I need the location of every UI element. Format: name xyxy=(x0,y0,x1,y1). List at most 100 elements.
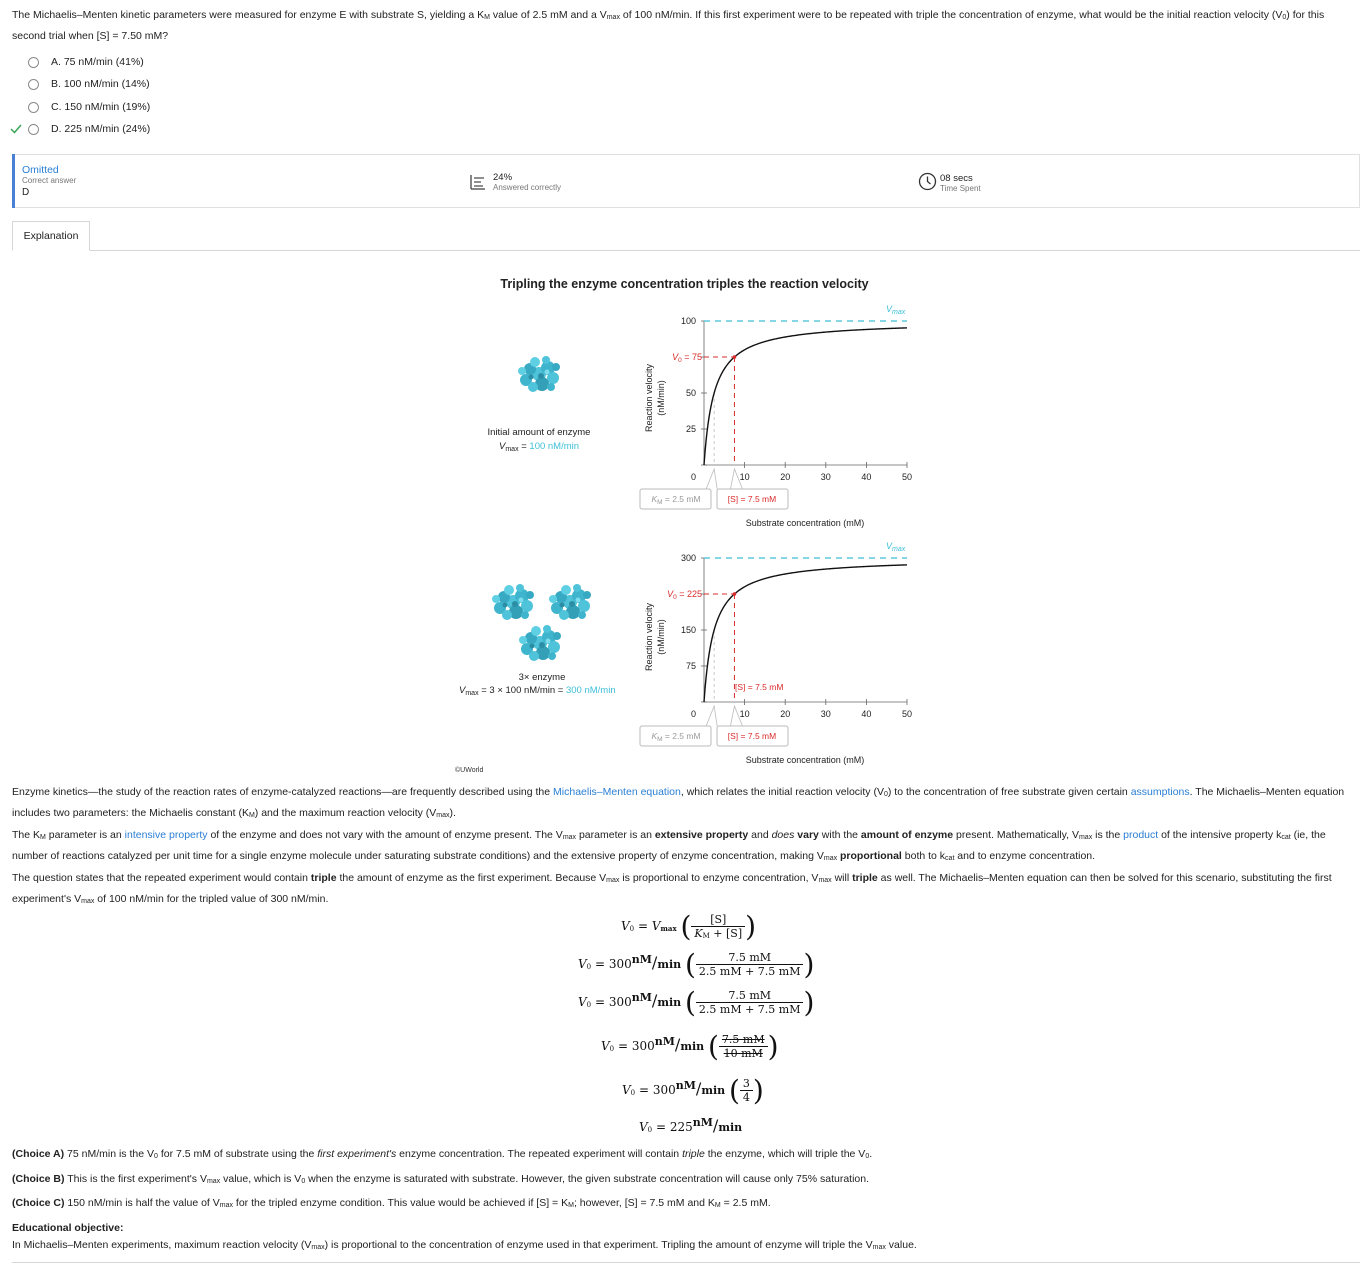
x-tick-label: 20 xyxy=(780,472,790,482)
tab-divider xyxy=(12,250,1360,251)
percent-label: Answered correctly xyxy=(493,183,562,192)
percent-correct: 24% xyxy=(493,172,513,183)
s-pointer xyxy=(730,704,743,727)
radio-button[interactable] xyxy=(28,56,39,68)
y-tick-label: 25 xyxy=(686,424,696,434)
choice-label: A. 75 nM/min (41%) xyxy=(51,56,144,68)
s-inline-label: [S] = 7.5 mM xyxy=(735,682,783,692)
michaelis-menten-curve xyxy=(703,564,908,703)
y-tick-label: 0 xyxy=(691,709,696,719)
choice-a-explanation: (Choice A) 75 nM/min is the V0 for 7.5 m… xyxy=(12,1148,873,1160)
clock-icon xyxy=(918,172,937,191)
y-tick-label: 100 xyxy=(681,316,696,326)
km-callout xyxy=(639,488,712,510)
y-axis-unit: (nM/min) xyxy=(656,619,666,655)
choice-b[interactable]: B. 100 nM/min (14%) xyxy=(28,76,150,92)
x-tick-label: 20 xyxy=(780,709,790,719)
explanation-paragraph-3: The question states that the repeated ex… xyxy=(12,872,1332,905)
s-pointer xyxy=(730,467,743,490)
time-block: 08 secs Time Spent xyxy=(940,173,981,193)
michaelis-menten-curve xyxy=(703,327,908,466)
tab-explanation[interactable]: Explanation xyxy=(12,221,90,251)
time-label: Time Spent xyxy=(940,184,981,193)
x-axis-label: Substrate concentration (mM) xyxy=(746,755,865,765)
choice-d[interactable]: D. 225 nM/min (24%) xyxy=(28,121,150,137)
v0-label: V0 = 225 xyxy=(667,589,702,601)
link-michaelis-menten[interactable]: Michaelis–Menten equation xyxy=(553,786,681,798)
objective-title: Educational objective: xyxy=(12,1222,124,1234)
radio-button[interactable] xyxy=(28,78,39,90)
question-stem: The Michaelis–Menten kinetic parameters … xyxy=(12,9,1325,42)
enzyme-icon xyxy=(492,584,534,620)
km-pointer xyxy=(705,467,718,490)
caption-vmax: Vmax = 100 nM/min xyxy=(499,441,579,453)
status-badge: Omitted xyxy=(22,164,59,176)
km-callout-text: KM = 2.5 mM xyxy=(651,494,700,506)
km-pointer xyxy=(705,704,718,727)
equation-6: V0 = 225nM/min xyxy=(639,1116,743,1135)
percent-block: 24% Answered correctly xyxy=(493,172,561,192)
enzyme-icon xyxy=(518,356,560,392)
km-callout-text: KM = 2.5 mM xyxy=(651,731,700,743)
y-tick-label: 75 xyxy=(686,661,696,671)
y-tick-label: 300 xyxy=(681,553,696,563)
x-tick-label: 30 xyxy=(821,472,831,482)
radio-button[interactable] xyxy=(28,123,39,135)
v0-point xyxy=(732,592,737,596)
x-axis-label: Substrate concentration (mM) xyxy=(746,518,865,528)
enzyme-icon xyxy=(549,584,591,620)
v0-label: V0 = 75 xyxy=(672,352,702,364)
time-spent: 08 secs xyxy=(940,173,973,184)
choice-a[interactable]: A. 75 nM/min (41%) xyxy=(28,54,144,70)
figure-title: Tripling the enzyme concentration triple… xyxy=(500,277,869,291)
status-block: Omitted Correct answer D xyxy=(22,164,76,198)
choice-c-explanation: (Choice C) 150 nM/min is half the value … xyxy=(12,1197,771,1209)
x-tick-label: 50 xyxy=(902,709,912,719)
link-product[interactable]: product xyxy=(1123,829,1159,841)
choice-c[interactable]: C. 150 nM/min (19%) xyxy=(28,99,150,115)
s-callout-text: [S] = 7.5 mM xyxy=(728,494,776,504)
vmax-label: Vmax xyxy=(886,541,906,553)
link-assumptions[interactable]: assumptions xyxy=(1130,786,1190,798)
y-axis-label: Reaction velocity xyxy=(644,602,654,671)
bottom-divider xyxy=(12,1262,1360,1263)
y-tick-label: 0 xyxy=(691,472,696,482)
choice-label: D. 225 nM/min (24%) xyxy=(51,123,151,135)
x-tick-label: 50 xyxy=(902,472,912,482)
caption-initial: Initial amount of enzyme xyxy=(488,427,591,438)
explanation-paragraph-1: Enzyme kinetics—the study of the reactio… xyxy=(12,786,1345,819)
y-axis-label: Reaction velocity xyxy=(644,363,654,432)
chart-top: Reaction velocity (nM/min) 0 25 50 100 10 20 3… xyxy=(639,304,912,528)
enzyme-icon xyxy=(519,625,561,661)
bar-chart-icon xyxy=(470,175,485,190)
checkmark-icon xyxy=(10,124,22,134)
km-callout xyxy=(639,725,712,747)
status-bar xyxy=(12,154,15,208)
caption-3x: 3× enzyme xyxy=(519,672,566,683)
x-tick-label: 10 xyxy=(740,472,750,482)
radio-button[interactable] xyxy=(28,101,39,113)
choice-b-explanation: (Choice B) This is the first experiment'… xyxy=(12,1173,870,1185)
s-callout-text: [S] = 7.5 mM xyxy=(728,731,776,741)
correct-answer-label: Correct answer xyxy=(22,176,77,185)
y-tick-label: 150 xyxy=(681,625,696,635)
link-intensive-property[interactable]: intensive property xyxy=(124,829,208,841)
choice-label: B. 100 nM/min (14%) xyxy=(51,78,150,90)
vmax-label: Vmax xyxy=(886,304,906,316)
objective-text: In Michaelis–Menten experiments, maximum… xyxy=(12,1239,917,1251)
copyright-text: ©UWorld xyxy=(455,767,484,774)
y-axis-unit: (nM/min) xyxy=(656,380,666,416)
x-tick-label: 40 xyxy=(861,472,871,482)
answer-stats-panel: Omitted Correct answer D 24% Answered co… xyxy=(12,154,1360,208)
v0-point xyxy=(732,355,737,359)
equation-1: V0 = Vmax ([S]KM + [S]) xyxy=(621,910,757,943)
x-tick-label: 30 xyxy=(821,709,831,719)
caption-vmax-3x: Vmax = 3 × 100 nM/min = 300 nM/min xyxy=(459,685,616,697)
y-tick-label: 50 xyxy=(686,388,696,398)
x-tick-label: 40 xyxy=(861,709,871,719)
